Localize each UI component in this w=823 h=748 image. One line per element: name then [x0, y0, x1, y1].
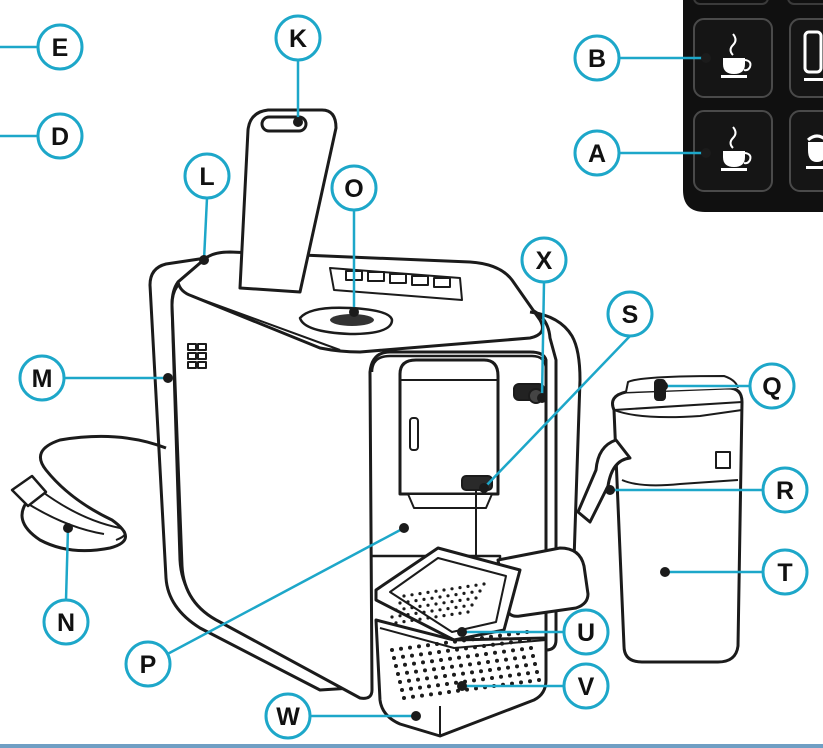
drip-tray: [374, 618, 548, 738]
label-p: P: [124, 640, 172, 688]
drip-tray-holes: [386, 582, 486, 626]
power-cord: [20, 434, 167, 553]
label-u: U: [562, 608, 610, 656]
svg-text:U: U: [577, 619, 595, 647]
label-s: S: [606, 290, 654, 338]
label-v: V: [562, 662, 610, 710]
drip-tray-grid: [374, 546, 522, 642]
milk-container: [576, 375, 744, 664]
vent-grille: [187, 343, 207, 369]
brew-unit: [398, 358, 500, 496]
svg-text:W: W: [276, 703, 300, 731]
label-m: M: [18, 354, 66, 402]
svg-text:E: E: [52, 34, 69, 62]
label-n: N: [42, 598, 90, 646]
svg-text:T: T: [777, 559, 792, 587]
label-o: O: [330, 164, 378, 212]
milk-tube: [576, 438, 632, 524]
control-panel-inset: [683, 0, 823, 212]
label-t: T: [761, 548, 809, 596]
svg-text:M: M: [32, 365, 53, 393]
svg-text:L: L: [199, 163, 214, 191]
power-plug: [10, 474, 48, 508]
milk-jug-icon: [803, 30, 823, 81]
label-e: E: [36, 23, 84, 71]
hopper-lid: [238, 108, 338, 294]
svg-text:P: P: [140, 651, 157, 679]
svg-text:D: D: [51, 123, 69, 151]
svg-text:O: O: [344, 175, 363, 203]
panel-button-b2: [789, 18, 823, 98]
milk-cup-icon: [806, 134, 823, 169]
label-k: K: [274, 14, 322, 62]
bean-hopper-opening: [298, 306, 394, 336]
panel-button-a2: [789, 110, 823, 192]
label-w: W: [264, 692, 312, 740]
svg-text:B: B: [588, 45, 606, 73]
label-l: L: [183, 152, 231, 200]
lid-handle: [260, 115, 308, 133]
svg-text:K: K: [289, 25, 307, 53]
svg-text:R: R: [776, 477, 794, 505]
leader-dots: [63, 53, 711, 721]
bottom-edge-bar: [0, 744, 823, 748]
label-d: D: [36, 112, 84, 160]
label-x: X: [520, 236, 568, 284]
panel-button-a: [693, 110, 773, 192]
svg-text:A: A: [588, 140, 606, 168]
coffee-machine: [10, 108, 590, 738]
svg-text:N: N: [57, 609, 75, 637]
callout-labels: E D B A K L O X S M Q R T N P U V W: [18, 14, 809, 740]
coffee-cup-icon: [721, 33, 752, 78]
drip-tray-lower-holes: [390, 630, 541, 700]
cup-platform: [496, 546, 590, 618]
label-a: A: [573, 129, 621, 177]
svg-text:X: X: [536, 247, 553, 275]
label-q: Q: [748, 362, 796, 410]
leader-lines: [0, 45, 763, 718]
label-r: R: [761, 466, 809, 514]
brew-opening: [370, 354, 548, 562]
panel-button-b: [693, 18, 773, 98]
coffee-cup-icon: [721, 126, 752, 171]
svg-text:S: S: [622, 301, 639, 329]
svg-text:Q: Q: [762, 373, 781, 401]
label-b: B: [573, 34, 621, 82]
svg-text:V: V: [578, 673, 595, 701]
